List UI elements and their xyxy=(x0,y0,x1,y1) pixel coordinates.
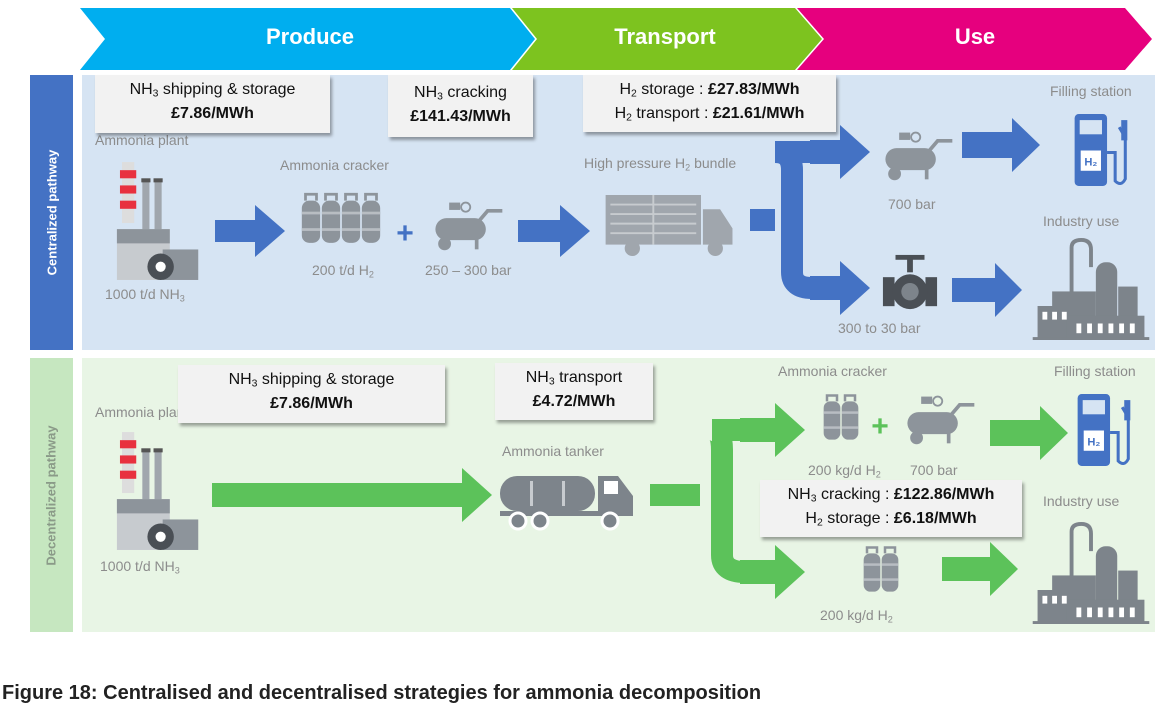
label-700-bar: 700 bar xyxy=(888,196,936,212)
fork-arrow-icon xyxy=(750,141,813,299)
label-industry-use: Industry use xyxy=(1043,493,1120,509)
ammonia-tanker-icon xyxy=(500,474,635,531)
filling-station-icon xyxy=(1076,392,1132,468)
label-plant-capacity: 1000 t/d NH3 xyxy=(100,558,180,576)
fork-arrow-icon xyxy=(650,419,746,583)
ammonia-cracker-icon xyxy=(300,192,382,245)
ammonia-cracker-icon xyxy=(822,394,860,442)
cost-box-nh3-shipping: NH3 shipping & storage £7.86/MWh xyxy=(95,75,330,133)
label-h2-bundle: High pressure H2 bundle xyxy=(584,155,737,173)
cost-box-h2-storage-transport: H2 storage : £27.83/MWh H2 transport : £… xyxy=(583,75,836,132)
figure-caption: Figure 18: Centralised and decentralised… xyxy=(2,682,762,704)
arrow-icon xyxy=(962,118,1040,172)
arrow-icon xyxy=(810,261,870,315)
label-compressor-pressure: 250 – 300 bar xyxy=(425,262,512,278)
plus-icon: + xyxy=(871,410,889,443)
arrow-icon xyxy=(952,263,1022,317)
label-ammonia-plant: Ammonia plant xyxy=(95,404,189,420)
h2-bundle-truck-icon xyxy=(605,195,734,257)
ammonia-plant-icon xyxy=(116,432,199,550)
label-valve-pressure: 300 to 30 bar xyxy=(838,320,921,336)
filling-station-icon xyxy=(1073,112,1129,188)
arrow-icon xyxy=(942,542,1018,596)
label-storage-capacity: 200 kg/d H2 xyxy=(820,607,893,625)
arrow-icon xyxy=(740,403,805,457)
chevron-use xyxy=(797,8,1152,70)
industry-icon xyxy=(1032,238,1150,340)
label-700-bar: 700 bar xyxy=(910,462,958,478)
chevron-transport xyxy=(512,8,822,70)
stage-produce: Produce xyxy=(265,24,355,49)
industry-icon xyxy=(1032,522,1150,624)
arrow-icon xyxy=(990,406,1068,460)
decentralized-pathway-label: Decentralized pathway xyxy=(30,358,73,632)
centralized-pathway-label: Centralized pathway xyxy=(30,75,73,350)
label-industry-use: Industry use xyxy=(1043,213,1120,229)
label-ammonia-tanker: Ammonia tanker xyxy=(502,443,604,459)
ammonia-plant-icon xyxy=(116,162,199,280)
stage-use: Use xyxy=(954,24,996,49)
label-cracker-capacity: 200 t/d H2 xyxy=(312,262,374,280)
compressor-icon xyxy=(905,394,977,447)
cost-box-nh3-cracking: NH3 cracking £141.43/MWh xyxy=(388,75,533,137)
compressor-icon xyxy=(883,130,955,183)
cost-box-nh3-transport: NH3 transport £4.72/MWh xyxy=(495,363,653,420)
arrow-icon xyxy=(810,125,870,179)
label-ammonia-plant: Ammonia plant xyxy=(95,132,189,148)
plus-icon: + xyxy=(396,217,414,250)
cost-box-nh3-cracking-h2-storage: NH3 cracking : £122.86/MWh H2 storage : … xyxy=(760,480,1022,537)
pressure-valve-icon xyxy=(882,254,938,310)
chevron-produce xyxy=(80,8,535,70)
label-ammonia-cracker: Ammonia cracker xyxy=(280,157,389,173)
arrow-icon xyxy=(212,468,492,522)
h2-storage-tank-icon xyxy=(862,546,900,594)
label-filling-station: Filling station xyxy=(1050,83,1132,99)
label-ammonia-cracker: Ammonia cracker xyxy=(778,363,887,379)
stage-transport: Transport xyxy=(614,24,716,49)
compressor-icon xyxy=(433,200,505,253)
label-filling-station: Filling station xyxy=(1054,363,1136,379)
label-plant-capacity: 1000 t/d NH3 xyxy=(105,286,185,304)
arrow-icon xyxy=(215,205,285,257)
arrow-icon xyxy=(518,205,590,257)
cost-box-nh3-shipping: NH3 shipping & storage £7.86/MWh xyxy=(178,365,445,423)
arrow-icon xyxy=(740,545,805,599)
label-cracker-capacity: 200 kg/d H2 xyxy=(808,462,881,480)
